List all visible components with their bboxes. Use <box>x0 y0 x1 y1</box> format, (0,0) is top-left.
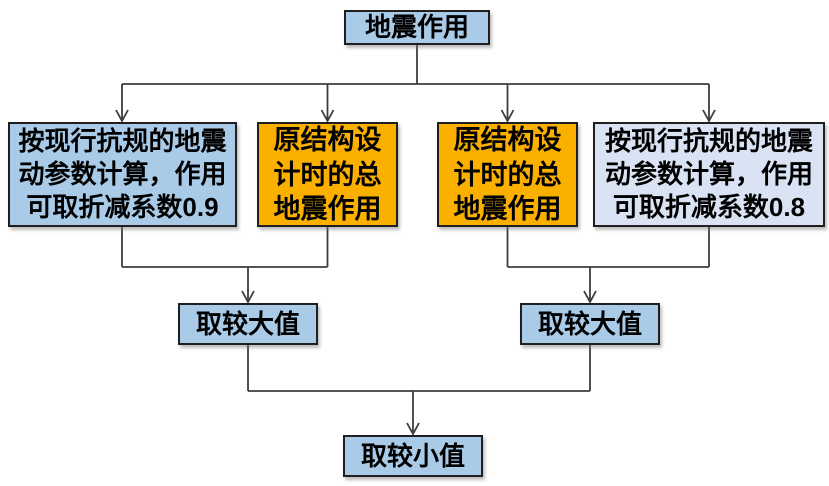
node-original-design-seismic-left: 原结构设 计时的总 地震作用 <box>257 122 398 227</box>
node-take-smaller-value: 取较小值 <box>343 435 483 477</box>
node-current-code-reduction-0-9: 按现行抗规的地震 动参数计算，作用 可取折减系数0.9 <box>8 122 237 227</box>
edge-left-merge <box>121 227 329 304</box>
node-take-larger-value-left: 取较大值 <box>178 303 318 345</box>
edge-root-branch <box>115 45 716 123</box>
edge-right-merge <box>506 227 710 304</box>
node-original-design-seismic-right: 原结构设 计时的总 地震作用 <box>437 122 578 227</box>
node-seismic-action: 地震作用 <box>344 10 490 45</box>
edge-bottom-merge <box>247 345 591 436</box>
node-current-code-reduction-0-8: 按现行抗规的地震 动参数计算，作用 可取折减系数0.8 <box>593 122 825 227</box>
node-take-larger-value-right: 取较大值 <box>520 303 660 345</box>
